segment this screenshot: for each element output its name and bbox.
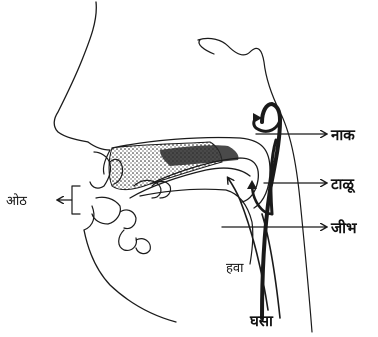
label-tongue: जीभ bbox=[330, 219, 358, 237]
lower-lip-and-teeth bbox=[84, 197, 150, 253]
nasal-cavity-outline bbox=[198, 38, 312, 332]
label-lips: ओठ bbox=[6, 193, 27, 209]
lips-bracket bbox=[58, 186, 80, 214]
label-air: हवा bbox=[226, 261, 244, 276]
air-stream bbox=[228, 104, 280, 318]
label-nose: नाक bbox=[330, 126, 356, 144]
label-palate: टाळू bbox=[330, 175, 356, 193]
label-throat: घसा bbox=[249, 312, 274, 330]
